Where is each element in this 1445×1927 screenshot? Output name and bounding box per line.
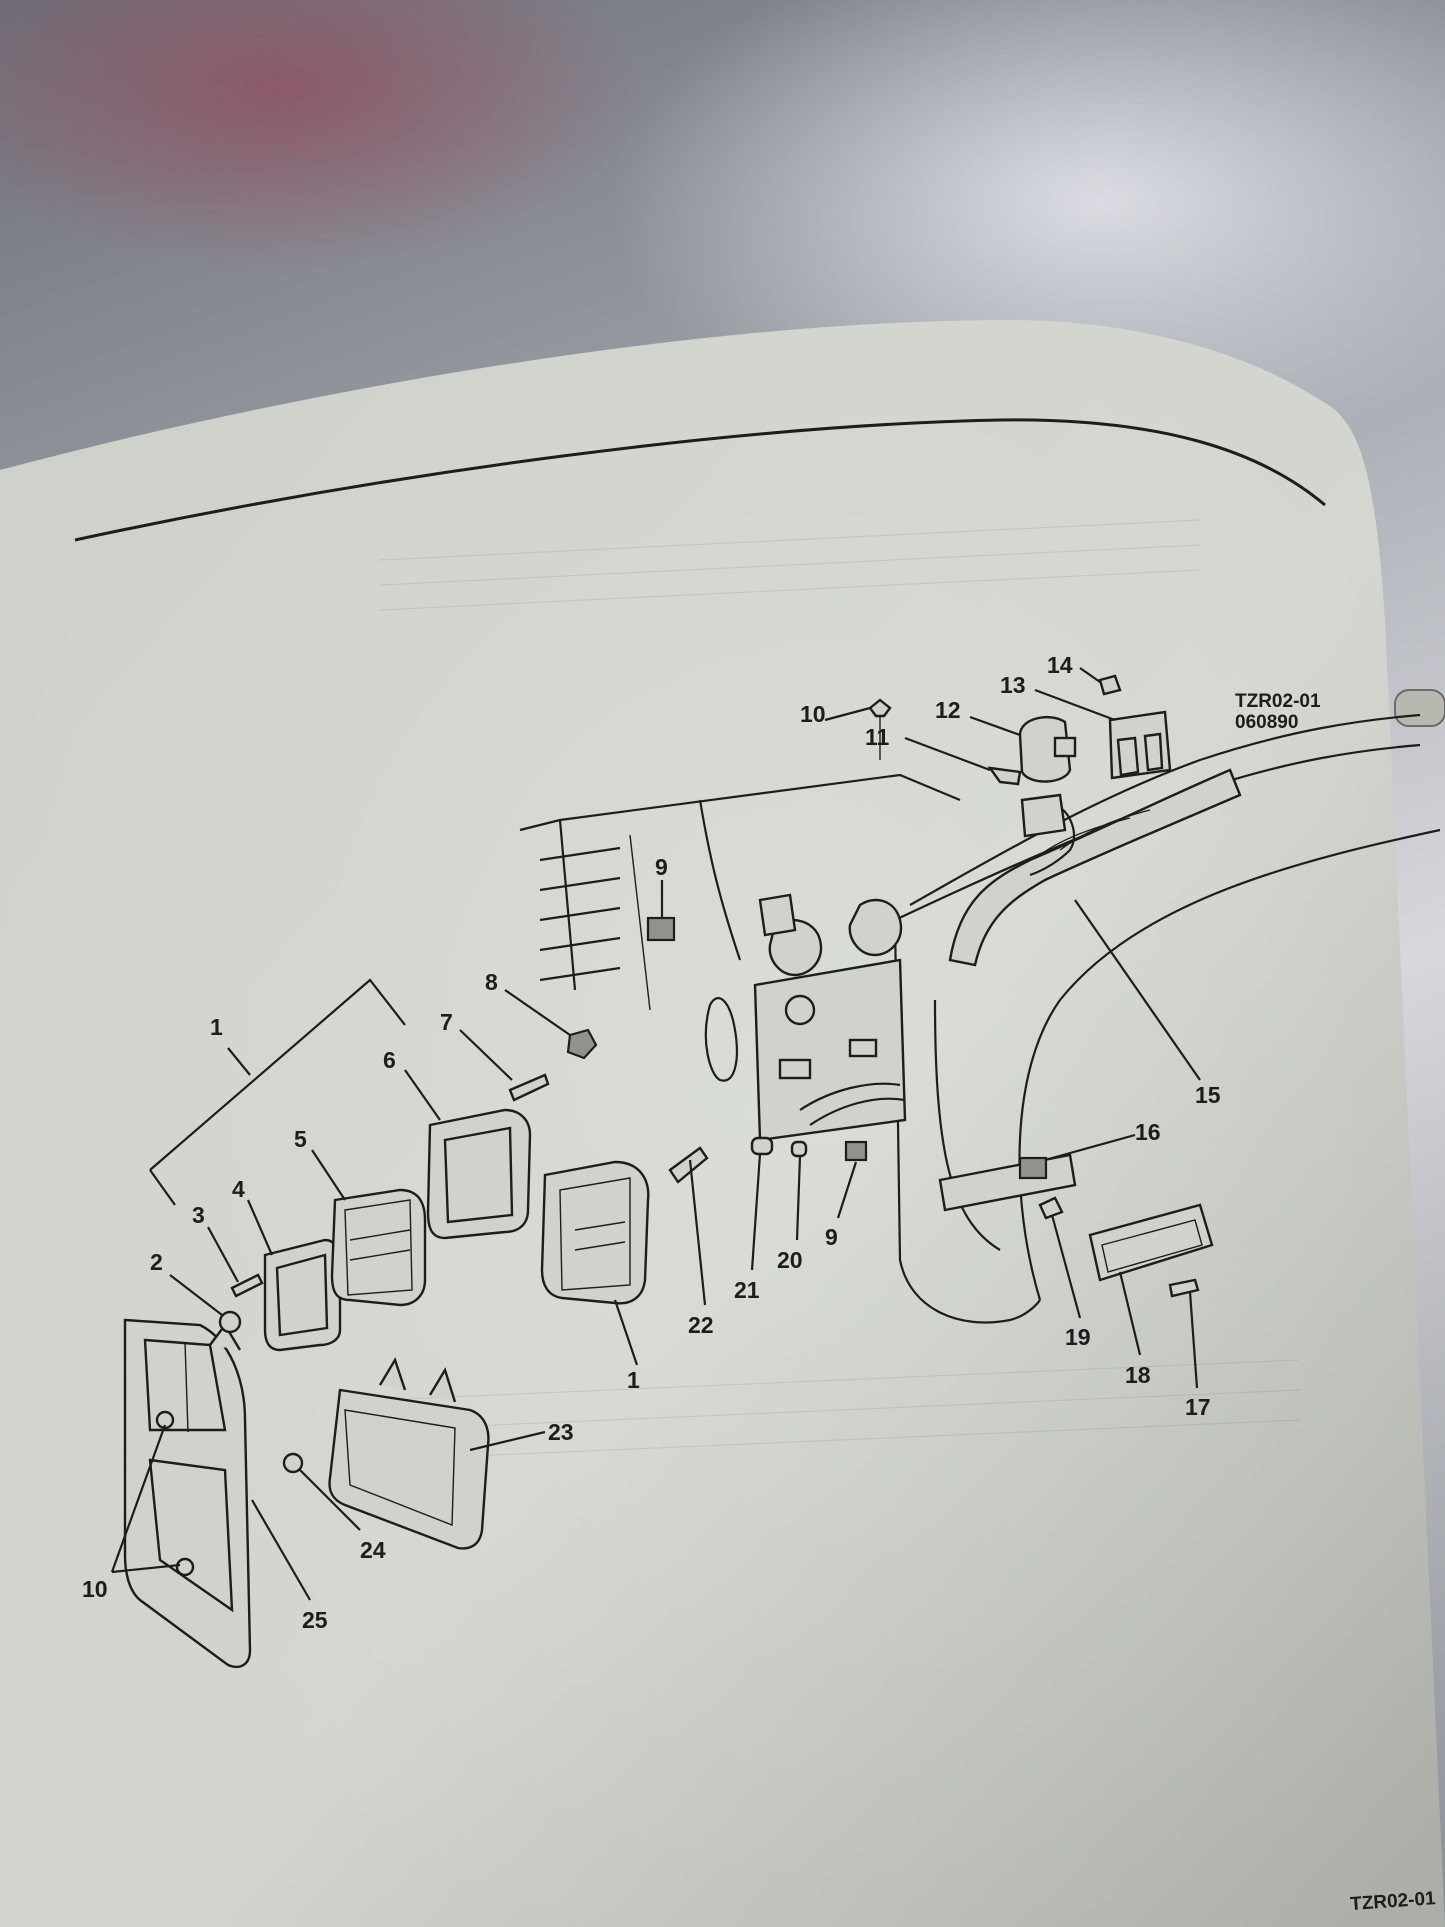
header-rule — [74, 418, 1326, 542]
part-10-upper-screw — [868, 698, 892, 718]
callout-2: 2 — [150, 1249, 163, 1275]
callout-25: 25 — [302, 1607, 328, 1633]
part-8-nut — [566, 1028, 598, 1060]
part-13-bracket — [1108, 710, 1172, 780]
callout-12: 12 — [935, 697, 961, 723]
callout-20: 20 — [777, 1247, 803, 1273]
callout-9-upper: 9 — [655, 854, 668, 880]
callout-1-lower: 1 — [627, 1367, 640, 1393]
callout-8: 8 — [485, 969, 498, 995]
part-3-screw — [230, 1273, 264, 1298]
part-5-headlamp — [330, 1188, 427, 1307]
part-6-mount — [426, 1108, 532, 1240]
callout-13: 13 — [1000, 672, 1026, 698]
callout-9-lower: 9 — [825, 1224, 838, 1250]
part-1-headlamp — [540, 1160, 650, 1305]
callout-18: 18 — [1125, 1362, 1151, 1388]
callout-4: 4 — [232, 1176, 245, 1202]
part-19-bulb — [1038, 1196, 1064, 1220]
part-11-clip — [987, 766, 1022, 786]
part-22-bulb — [668, 1146, 709, 1184]
paper-highlight — [0, 320, 1445, 1927]
callout-23: 23 — [548, 1419, 574, 1445]
part-7-adjuster — [508, 1073, 550, 1102]
callout-10-lower: 10 — [82, 1576, 108, 1602]
part-20-bulb — [790, 1140, 808, 1158]
callout-5: 5 — [294, 1126, 307, 1152]
callout-labels: 1 1 2 3 4 5 6 7 8 9 9 10 10 11 12 13 14 … — [82, 652, 1221, 1633]
callout-11: 11 — [865, 724, 890, 750]
callout-6: 6 — [383, 1047, 396, 1073]
callout-15: 15 — [1195, 1082, 1221, 1108]
part-4-retainer — [263, 1238, 342, 1352]
part-24-screw — [282, 1452, 304, 1474]
leader-lines — [110, 667, 1201, 1601]
callout-1-upper: 1 — [210, 1014, 223, 1040]
callout-14: 14 — [1047, 652, 1073, 678]
callout-24: 24 — [360, 1537, 386, 1563]
part-9-socket — [844, 1140, 868, 1162]
part-2-nut — [218, 1310, 242, 1334]
callout-21: 21 — [734, 1277, 760, 1303]
callout-10-upper: 10 — [800, 701, 826, 727]
part-16-connector — [938, 1153, 1077, 1212]
callout-3: 3 — [192, 1202, 205, 1228]
part-21-bulb — [750, 1136, 774, 1156]
callout-19: 19 — [1065, 1324, 1091, 1350]
callout-7: 7 — [440, 1009, 453, 1035]
part-18-side-marker — [1088, 1203, 1214, 1282]
callout-17: 17 — [1185, 1394, 1211, 1420]
part-12-relay — [1018, 715, 1077, 838]
bleed-through-text — [379, 519, 1301, 1461]
binder-ring — [1394, 689, 1445, 727]
part-23-parking-lamp — [328, 1357, 490, 1550]
part-14-screw — [1098, 674, 1122, 696]
callout-22: 22 — [688, 1312, 714, 1338]
figure-id: TZR02-01 — [1235, 691, 1321, 712]
callout-16: 16 — [1135, 1119, 1161, 1145]
part-17-screw — [1168, 1278, 1200, 1298]
figure-date: 060890 — [1235, 712, 1298, 733]
vehicle-body — [519, 713, 1441, 1324]
part-25-bezel — [123, 1318, 252, 1669]
